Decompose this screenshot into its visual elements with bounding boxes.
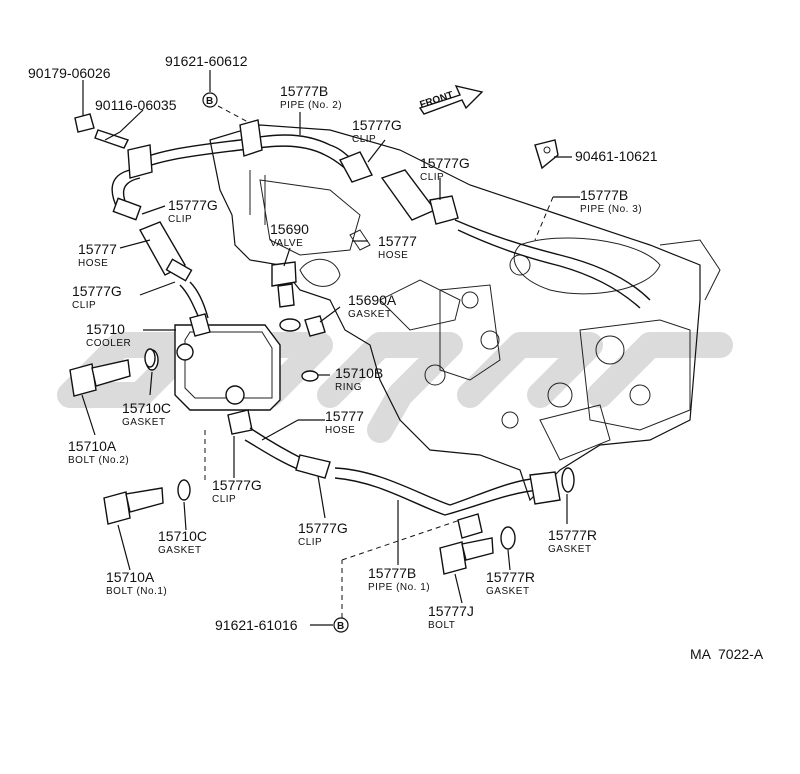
svg-text:PIPE (No. 1): PIPE (No. 1) xyxy=(368,582,430,593)
svg-text:B: B xyxy=(337,621,344,632)
svg-text:15777G: 15777G xyxy=(212,477,262,493)
svg-text:15777R: 15777R xyxy=(486,569,535,585)
svg-text:15777B: 15777B xyxy=(580,187,628,203)
svg-text:90461-10621: 90461-10621 xyxy=(575,148,658,164)
engine-manifold xyxy=(209,124,721,502)
callout-91621-60612: 91621-60612 xyxy=(165,53,248,69)
svg-text:90179-06026: 90179-06026 xyxy=(28,65,111,81)
callout-15777b-pipe-no2: 15777B PIPE (No. 2) xyxy=(280,83,342,111)
svg-text:91621-61016: 91621-61016 xyxy=(215,617,298,633)
callout-15777g-clip-3: 15777G CLIP xyxy=(168,197,218,225)
callout-15777-hose-2: 15777 HOSE xyxy=(78,241,117,269)
callout-15777b-pipe-no1: 15777B PIPE (No. 1) xyxy=(368,565,430,593)
svg-text:15777G: 15777G xyxy=(298,520,348,536)
callout-15777r-gasket-2: 15777R GASKET xyxy=(486,569,535,597)
svg-text:91621-60612: 91621-60612 xyxy=(165,53,248,69)
svg-text:CLIP: CLIP xyxy=(352,134,376,145)
svg-text:15777J: 15777J xyxy=(428,603,474,619)
svg-text:15710A: 15710A xyxy=(106,569,155,585)
lower-hose-assembly xyxy=(227,409,575,539)
svg-text:GASKET: GASKET xyxy=(122,417,166,428)
svg-text:15777R: 15777R xyxy=(548,527,597,543)
svg-text:15710C: 15710C xyxy=(158,528,207,544)
svg-text:CLIP: CLIP xyxy=(212,494,236,505)
callout-15777-hose-1: 15777 HOSE xyxy=(378,233,417,261)
callout-15710-cooler: 15710 COOLER xyxy=(86,321,131,349)
callout-91621-61016: 91621-61016 xyxy=(215,617,298,633)
svg-text:B: B xyxy=(206,96,213,107)
svg-text:15777G: 15777G xyxy=(168,197,218,213)
svg-text:15777B: 15777B xyxy=(280,83,328,99)
callout-15777r-gasket-1: 15777R GASKET xyxy=(548,527,597,555)
svg-text:GASKET: GASKET xyxy=(548,544,592,555)
svg-text:COOLER: COOLER xyxy=(86,338,131,349)
svg-text:RING: RING xyxy=(335,382,362,393)
svg-text:CLIP: CLIP xyxy=(72,300,96,311)
svg-text:15777: 15777 xyxy=(325,408,364,424)
svg-text:BOLT (No.1): BOLT (No.1) xyxy=(106,586,167,597)
callout-15710a-bolt-no1: 15710A BOLT (No.1) xyxy=(106,569,167,597)
callout-15710c-gasket-2: 15710C GASKET xyxy=(158,528,207,556)
svg-text:HOSE: HOSE xyxy=(325,425,355,436)
callout-15777-hose-3: 15777 HOSE xyxy=(325,408,364,436)
svg-text:HOSE: HOSE xyxy=(78,258,108,269)
svg-text:PIPE (No. 3): PIPE (No. 3) xyxy=(580,204,642,215)
svg-text:15710A: 15710A xyxy=(68,438,117,454)
valve-15690 xyxy=(271,261,326,337)
svg-text:15777G: 15777G xyxy=(420,155,470,171)
ref-marker-top: B xyxy=(202,92,218,108)
callout-15777g-clip-6: 15777G CLIP xyxy=(298,520,348,548)
right-hose-assembly xyxy=(339,139,651,309)
callout-15777b-pipe-no3: 15777B PIPE (No. 3) xyxy=(580,187,642,215)
svg-text:BOLT: BOLT xyxy=(428,620,455,631)
cooler-15710 xyxy=(174,313,281,411)
svg-text:15777G: 15777G xyxy=(352,117,402,133)
bolt-15710a-no1 xyxy=(103,479,191,525)
ref-marker-bottom: B xyxy=(333,617,349,633)
callout-15777g-clip-1: 15777G CLIP xyxy=(352,117,402,145)
svg-text:CLIP: CLIP xyxy=(420,172,444,183)
svg-text:15710B: 15710B xyxy=(335,365,383,381)
callout-15690a-gasket: 15690A GASKET xyxy=(348,292,397,320)
svg-text:VALVE: VALVE xyxy=(270,238,303,249)
svg-text:15710: 15710 xyxy=(86,321,125,337)
svg-text:90116-06035: 90116-06035 xyxy=(95,97,177,113)
callout-15690-valve: 15690 VALVE xyxy=(270,221,309,249)
svg-text:BOLT (No.2): BOLT (No.2) xyxy=(68,455,129,466)
svg-text:15690A: 15690A xyxy=(348,292,397,308)
svg-text:CLIP: CLIP xyxy=(168,214,192,225)
leader-lines xyxy=(81,70,580,626)
callout-15777j-bolt: 15777J BOLT xyxy=(428,603,474,631)
callout-90461-10621: 90461-10621 xyxy=(575,148,658,164)
svg-text:CLIP: CLIP xyxy=(298,537,322,548)
callout-15777g-clip-5: 15777G CLIP xyxy=(212,477,262,505)
svg-text:15777: 15777 xyxy=(378,233,417,249)
svg-text:GASKET: GASKET xyxy=(486,586,530,597)
watermark xyxy=(57,332,733,443)
svg-text:15777G: 15777G xyxy=(72,283,122,299)
front-arrow: FRONT xyxy=(419,85,484,115)
svg-text:15777: 15777 xyxy=(78,241,117,257)
svg-text:GASKET: GASKET xyxy=(158,545,202,556)
diagram-code: MA 7022-A xyxy=(690,646,764,662)
small-fasteners xyxy=(74,113,319,382)
left-hose-assembly xyxy=(111,169,209,321)
svg-text:HOSE: HOSE xyxy=(378,250,408,261)
svg-text:GASKET: GASKET xyxy=(348,309,392,320)
bolt-15777j xyxy=(439,526,516,575)
svg-text:PIPE (No. 2): PIPE (No. 2) xyxy=(280,100,342,111)
callout-15710c-gasket-1: 15710C GASKET xyxy=(122,400,171,428)
callout-90179-06026: 90179-06026 xyxy=(28,65,111,81)
callout-90116-06035: 90116-06035 xyxy=(95,97,177,113)
callout-15710b-ring: 15710B RING xyxy=(335,365,383,393)
callout-15777g-clip-2: 15777G CLIP xyxy=(420,155,470,183)
svg-text:15777B: 15777B xyxy=(368,565,416,581)
pipe-no2 xyxy=(127,119,361,179)
svg-text:15710C: 15710C xyxy=(122,400,171,416)
callout-15710a-bolt-no2: 15710A BOLT (No.2) xyxy=(68,438,129,466)
svg-text:15690: 15690 xyxy=(270,221,309,237)
callout-15777g-clip-4: 15777G CLIP xyxy=(72,283,122,311)
